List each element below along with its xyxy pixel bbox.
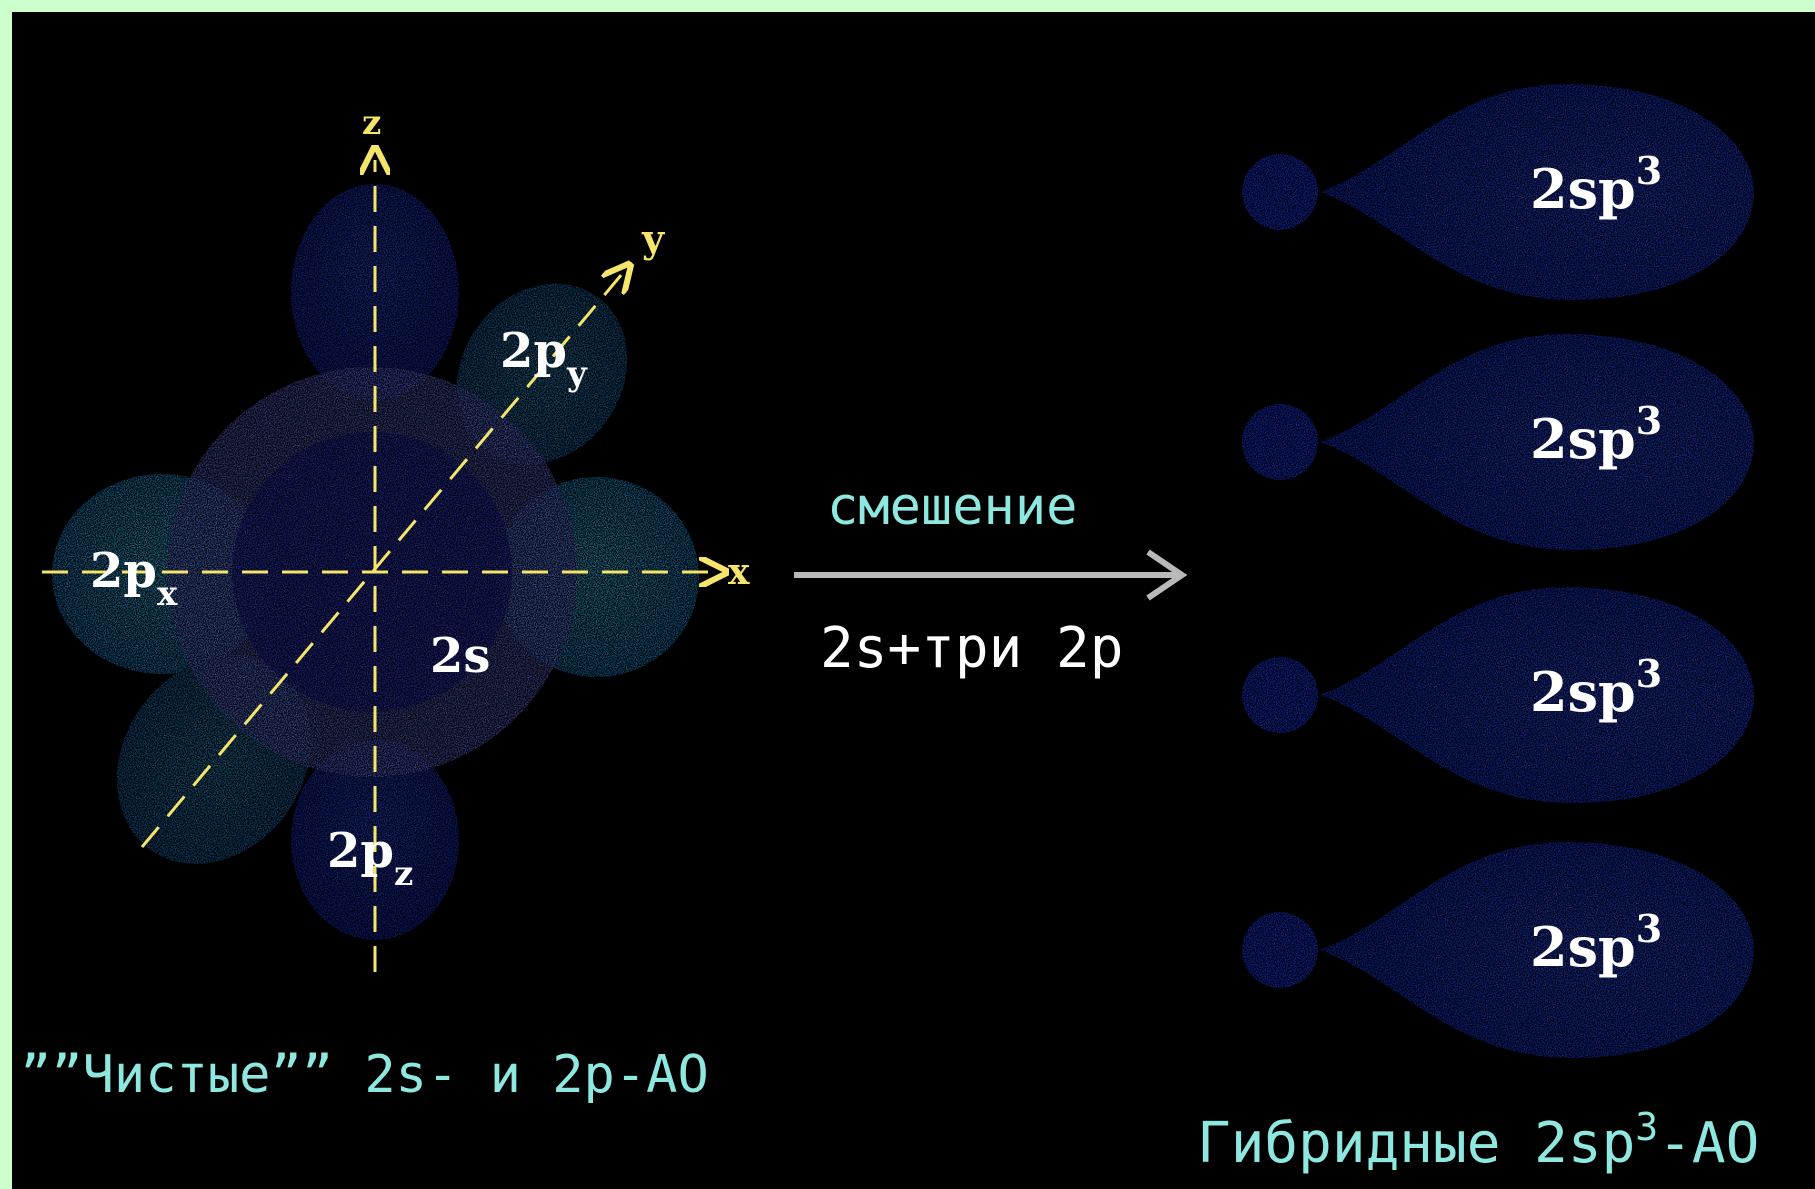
sp3-hybrid-orbital: 2sp3: [1242, 841, 1754, 1058]
y-axis-line: [140, 274, 622, 848]
sp3-hybrid-orbital: 2sp3: [1242, 83, 1754, 301]
pure-orbitals-caption: ””Чистые”” 2s- и 2p-АО: [20, 1045, 709, 1105]
sp3-hybrid-orbital: 2sp3: [1242, 333, 1754, 550]
sp3-orbital-label: 2sp3: [1530, 398, 1662, 471]
px-label: 2px: [90, 543, 178, 614]
sp3-minor-lobe: [1242, 154, 1318, 230]
y-axis-label: y: [641, 216, 665, 261]
hybrid-orbitals-caption: Гибридные 2sp3-АО: [1197, 1105, 1759, 1176]
sp3-minor-lobe: [1242, 404, 1318, 480]
sp3-hybridization-diagram: z y x 2py 2px 2pz 2s ””Чистые”” 2s- и 2p…: [20, 83, 1759, 1176]
sp3-major-lobe: [1320, 586, 1754, 803]
sp3-minor-lobe: [1242, 657, 1318, 733]
sp3-major-lobe: [1320, 841, 1754, 1058]
sp3-hybrid-orbital: 2sp3: [1242, 586, 1754, 803]
sp3-orbital-label: 2sp3: [1530, 148, 1662, 221]
sp3-major-lobe: [1320, 333, 1754, 550]
s-label: 2s: [430, 628, 490, 684]
pure-orbitals-group: z y x 2py 2px 2pz 2s ””Чистые”” 2s- и 2p…: [20, 103, 750, 1105]
sp3-orbital-label: 2sp3: [1530, 651, 1662, 724]
z-axis-label: z: [362, 103, 381, 143]
sp3-orbital-label: 2sp3: [1530, 906, 1662, 979]
diagram-canvas: z y x 2py 2px 2pz 2s ””Чистые”” 2s- и 2p…: [12, 12, 1815, 1189]
sp3-minor-lobe: [1242, 912, 1318, 988]
pz-label: 2pz: [327, 823, 413, 894]
mixing-process-group: смешение 2s+три 2p: [794, 477, 1188, 681]
x-axis-label: x: [728, 551, 750, 593]
hybrid-orbitals-group: 2sp3 2sp3 2sp3 2sp3: [1242, 83, 1754, 1058]
mixing-components-label: 2s+три 2p: [820, 616, 1123, 681]
py-label: 2py: [500, 323, 588, 394]
mixing-arrow-head: [1146, 549, 1188, 601]
sp3-major-lobe: [1320, 83, 1754, 301]
mixing-label: смешение: [827, 477, 1077, 537]
